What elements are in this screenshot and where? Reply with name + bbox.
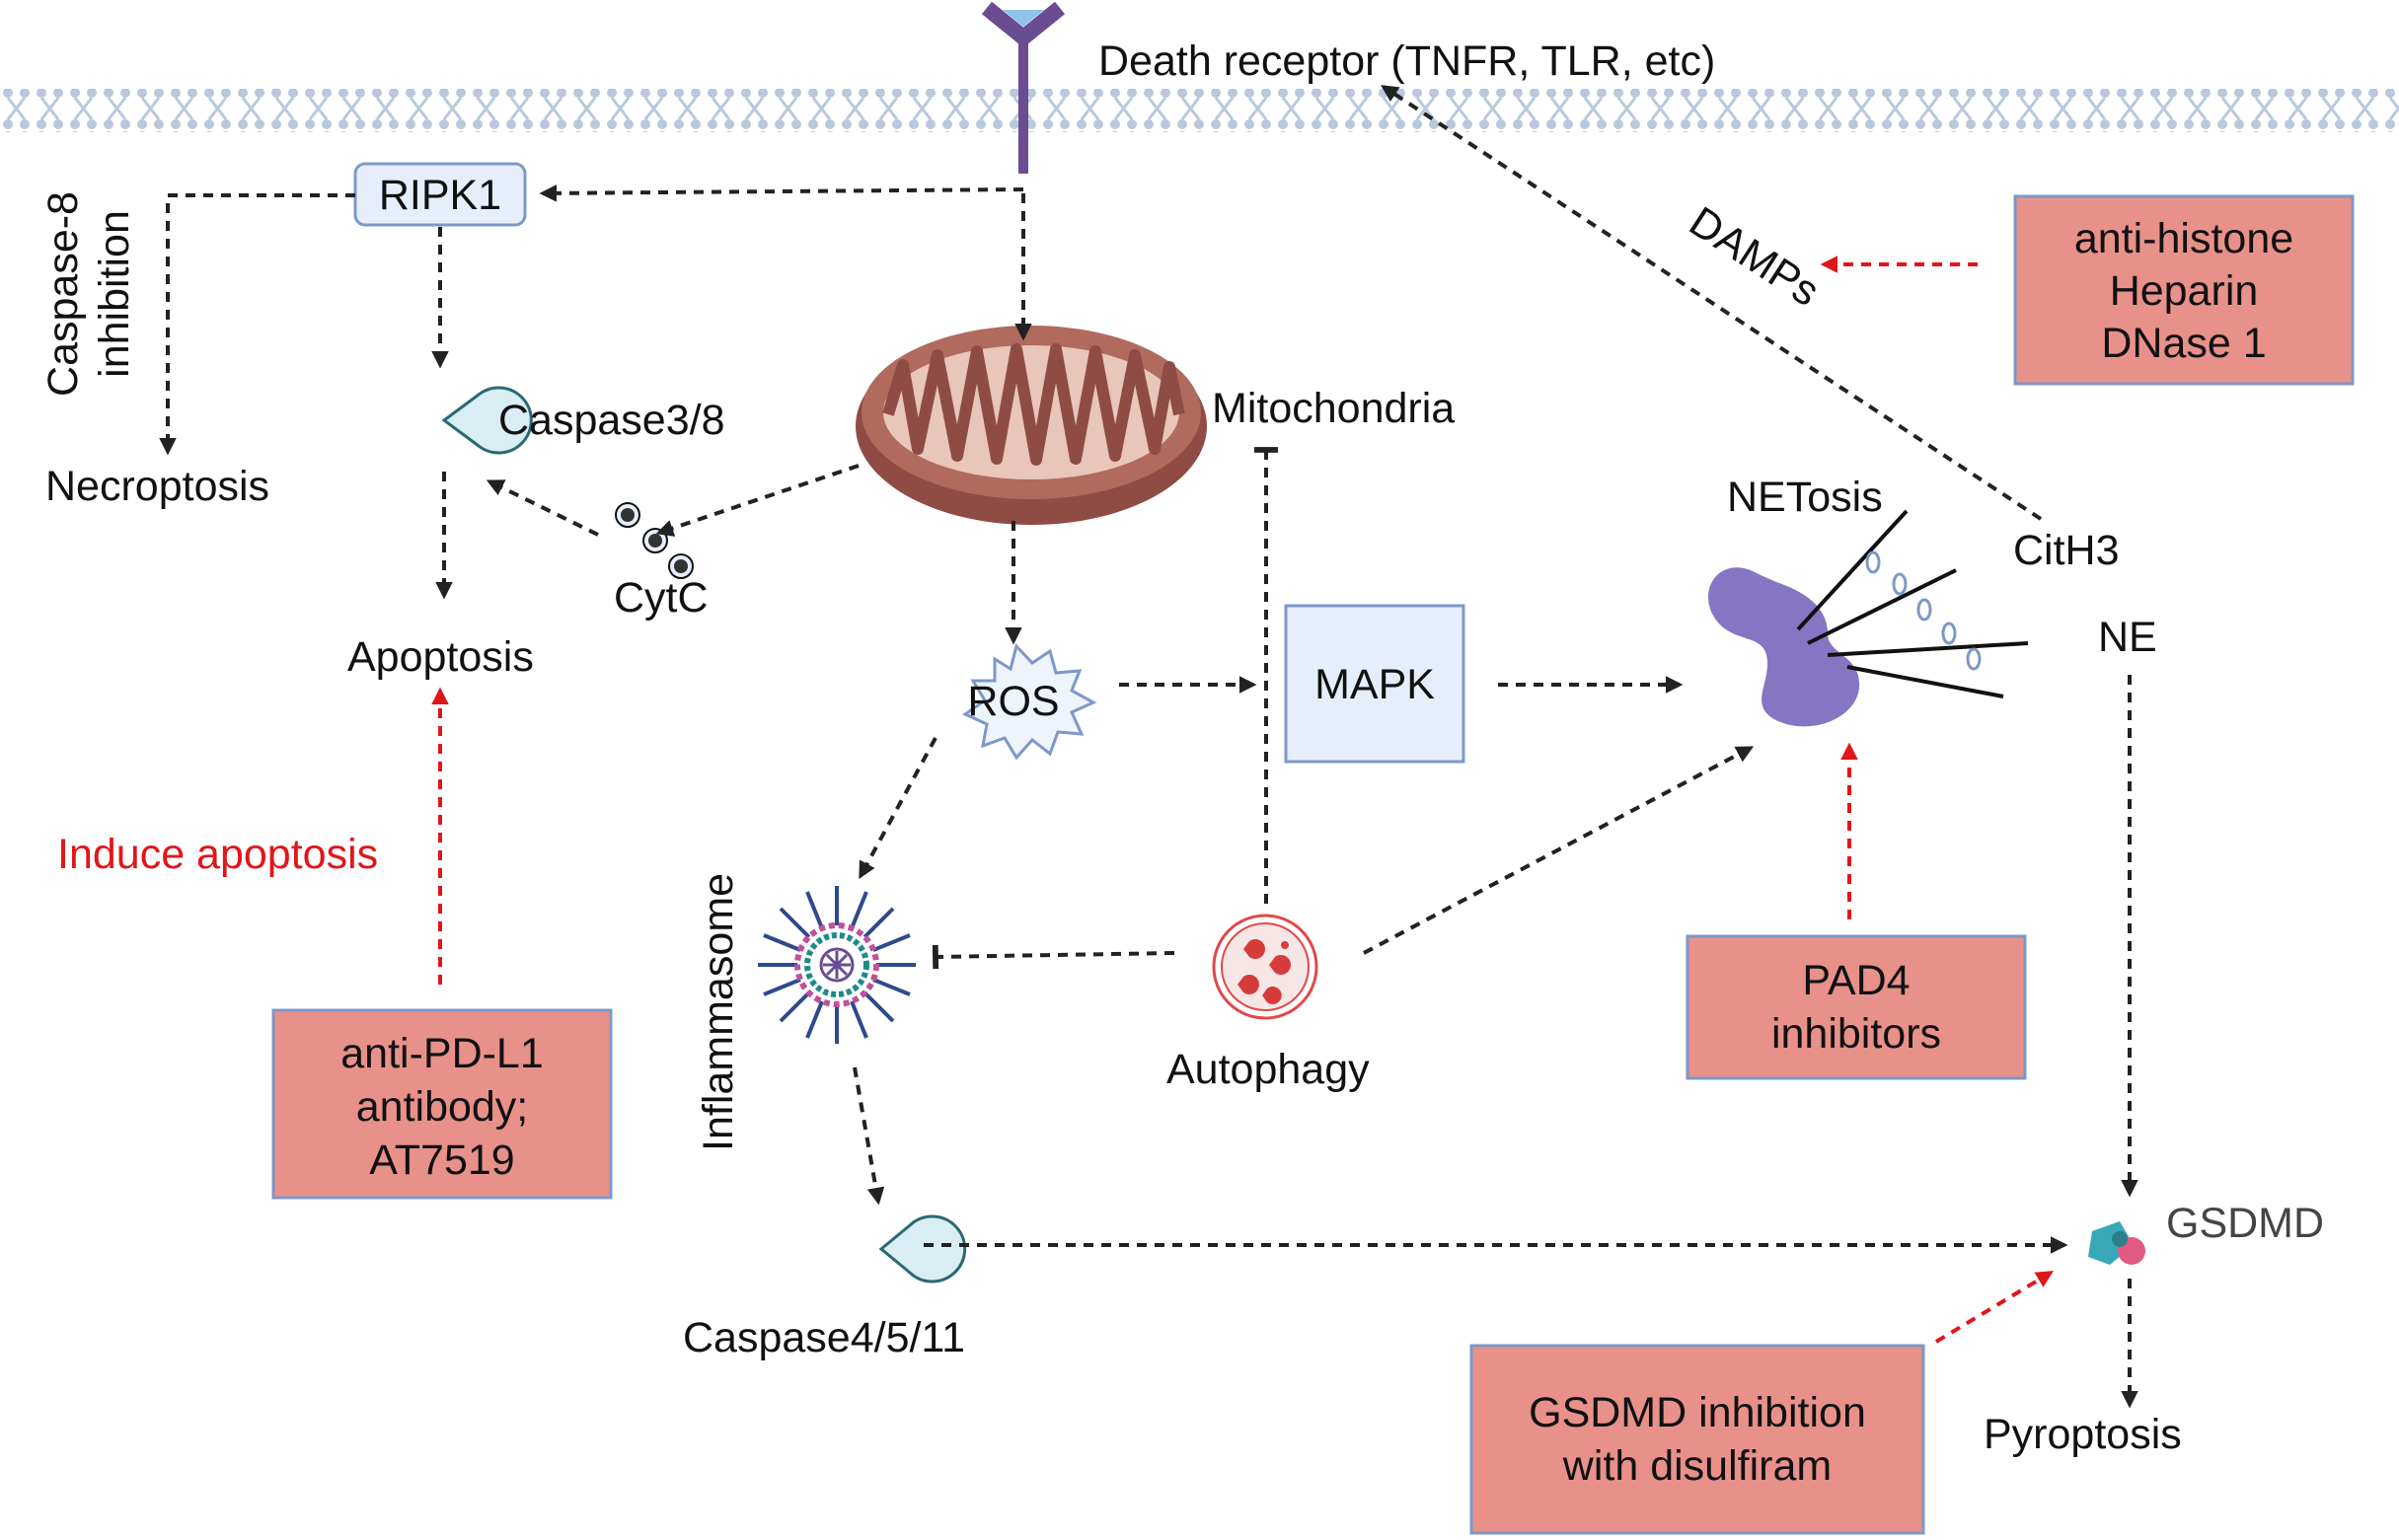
anti-pdl1-line3: AT7519 xyxy=(369,1137,514,1184)
caspase38-label: Caspase3/8 xyxy=(498,397,725,444)
anti-histone-line1: anti-histone xyxy=(2074,215,2293,262)
arrow-inflammasome-to-caspase4511 xyxy=(853,1066,885,1206)
anti-histone-line3: DNase 1 xyxy=(2101,320,2266,367)
gsdmd-label: GSDMD xyxy=(2166,1200,2324,1247)
gsdmd-icon xyxy=(2088,1221,2145,1265)
arrow-autophagy-to-netosis xyxy=(1363,746,1755,955)
arrow-receptor-to-ripk1 xyxy=(539,184,1024,202)
gsdmd-inhibition-box xyxy=(1469,1344,1925,1535)
induce-apoptosis-label: Induce apoptosis xyxy=(57,831,378,878)
cytc-label: CytC xyxy=(614,574,709,622)
damps-label: DAMPs xyxy=(1681,197,1827,316)
anti-pdl1-line1: anti-PD-L1 xyxy=(340,1030,544,1077)
arrow-ros-to-inflammasome xyxy=(859,737,937,880)
ros-burst-icon xyxy=(961,642,1097,761)
cytc-icon xyxy=(615,502,694,579)
arrow-ripk1-to-necroptosis xyxy=(159,193,355,456)
apoptosis-label: Apoptosis xyxy=(347,633,534,681)
death-receptor-icon xyxy=(981,1,1066,174)
cith3-label: CitH3 xyxy=(2013,527,2120,574)
neutrophil-netosis-icon xyxy=(1708,509,2029,727)
ros-label: ROS xyxy=(967,678,1059,725)
inflammasome-label: Inflammasome xyxy=(695,873,742,1151)
inhibit-autophagy-to-inflammasome xyxy=(932,944,1175,970)
arrow-gsdmd-inhibition-to-gsdmd xyxy=(1934,1271,2055,1344)
ripk1-label: RIPK1 xyxy=(379,172,501,219)
mapk-box xyxy=(1284,604,1465,764)
autophagy-icon xyxy=(1212,914,1318,1020)
arrow-cytc-to-caspase38 xyxy=(486,479,599,537)
inflammasome-icon xyxy=(758,886,916,1044)
gsdmd-inhibition-line2: with disulfiram xyxy=(1562,1442,1832,1490)
caspase4511-icon xyxy=(878,1214,967,1283)
death-receptor-label: Death receptor (TNFR, TLR, etc) xyxy=(1098,37,1715,85)
pyroptosis-label: Pyroptosis xyxy=(1984,1411,2182,1458)
mitochondria-label: Mitochondria xyxy=(1212,385,1455,432)
arrow-mitochondria-to-cytc xyxy=(655,464,860,537)
netosis-label: NETosis xyxy=(1727,474,1883,521)
arrow-damps-to-receptor xyxy=(1381,85,2043,521)
cell-membrane xyxy=(0,89,2399,132)
caspase38-icon xyxy=(441,386,533,455)
mitochondria-icon xyxy=(856,326,1207,525)
anti-histone-line2: Heparin xyxy=(2110,267,2259,315)
mapk-label: MAPK xyxy=(1314,661,1435,708)
pad4-line2: inhibitors xyxy=(1771,1010,1941,1058)
necroptosis-label: Necroptosis xyxy=(45,463,269,510)
ne-label: NE xyxy=(2098,614,2157,661)
pad4-box xyxy=(1686,934,2027,1080)
caspase4511-label: Caspase4/5/11 xyxy=(683,1314,965,1361)
gsdmd-inhibition-line1: GSDMD inhibition xyxy=(1529,1389,1866,1436)
autophagy-label: Autophagy xyxy=(1166,1046,1370,1093)
anti-histone-box xyxy=(2013,194,2355,386)
anti-pdl1-box xyxy=(271,1008,613,1200)
caspase8-inhibition-label-line1: Caspase-8 xyxy=(39,191,87,397)
pad4-line1: PAD4 xyxy=(1802,957,1910,1004)
anti-pdl1-line2: antibody; xyxy=(356,1083,529,1131)
caspase8-inhibition-label-line2: inhibition xyxy=(91,210,138,378)
